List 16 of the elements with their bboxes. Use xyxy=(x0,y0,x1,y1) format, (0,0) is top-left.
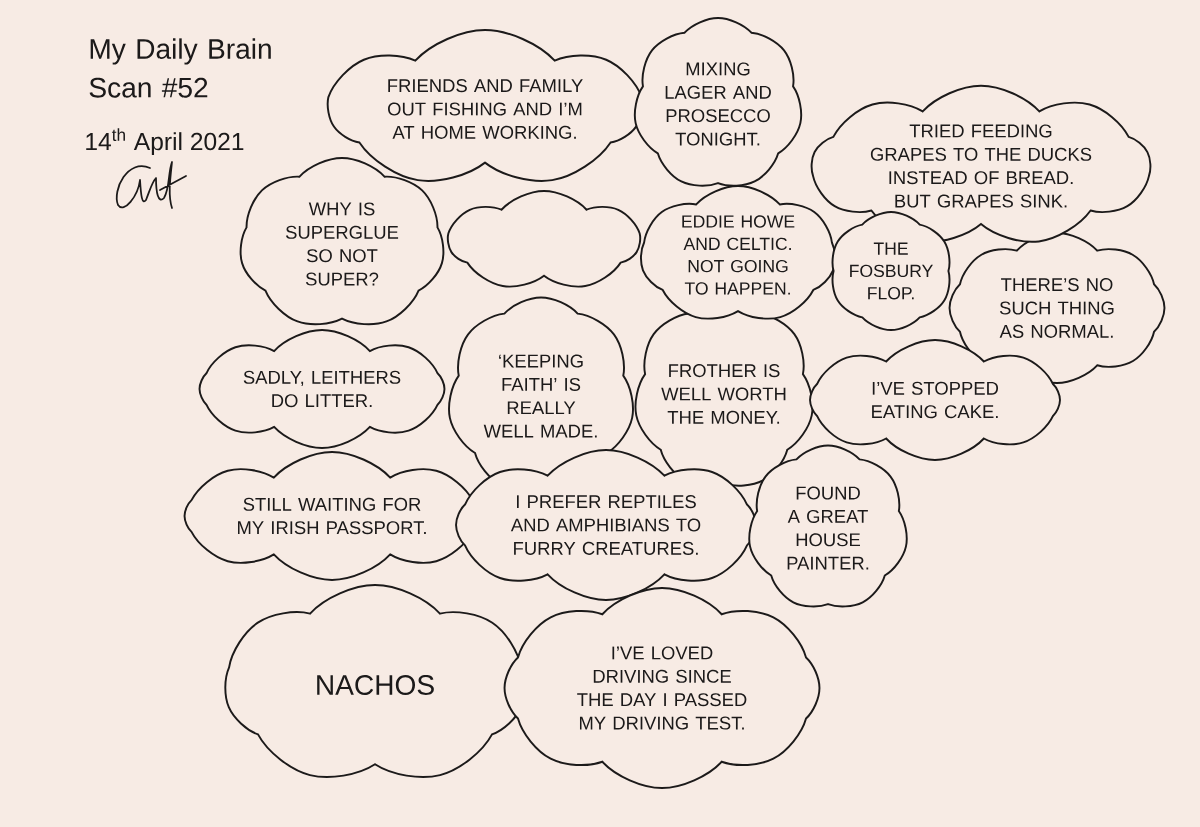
thought-bubble: MIXING LAGER AND PROSECCO TONIGHT. xyxy=(633,17,803,187)
thought-bubble: NACHOS xyxy=(224,584,526,778)
thought-bubble: FRIENDS AND FAMILY OUT FISHING AND I’M AT HOME WORKING. xyxy=(326,29,644,182)
thought-bubble: THE FOSBURY FLOP. xyxy=(831,211,951,331)
thought-bubble: I’VE STOPPED EATING CAKE. xyxy=(809,339,1061,461)
title: My Daily Brain Scan #52 xyxy=(89,38,271,98)
thought-bubble: TRIED FEEDING GRAPES TO THE DUCKS INSTEAD OF BREAD. BUT GRAPES SINK. xyxy=(810,84,1152,243)
thought-bubble: I PREFER REPTILES AND AMPHIBIANS TO FURRY CREATURES. xyxy=(455,449,757,601)
thought-bubble: FOUND A GREAT HOUSE PAINTER. xyxy=(748,444,908,608)
thought-bubble: I’VE LOVED DRIVING SINCE THE DAY I PASSED MY DRIVING TEST. xyxy=(503,587,821,789)
thought-bubble: SADLY, LEITHERS DO LITTER. xyxy=(198,329,446,449)
thought-bubble: EDDIE HOWE AND CELTIC. NOT GOING TO HAPPEN. xyxy=(640,185,836,320)
date-label: 14$^{th}$ April 2021 xyxy=(86,128,244,156)
thought-bubble xyxy=(446,190,642,288)
thought-bubble: STILL WAITING FOR MY IRISH PASSPORT. xyxy=(183,451,481,581)
thought-bubble: WHY IS SUPERGLUE SO NOT SUPER? xyxy=(239,157,445,326)
